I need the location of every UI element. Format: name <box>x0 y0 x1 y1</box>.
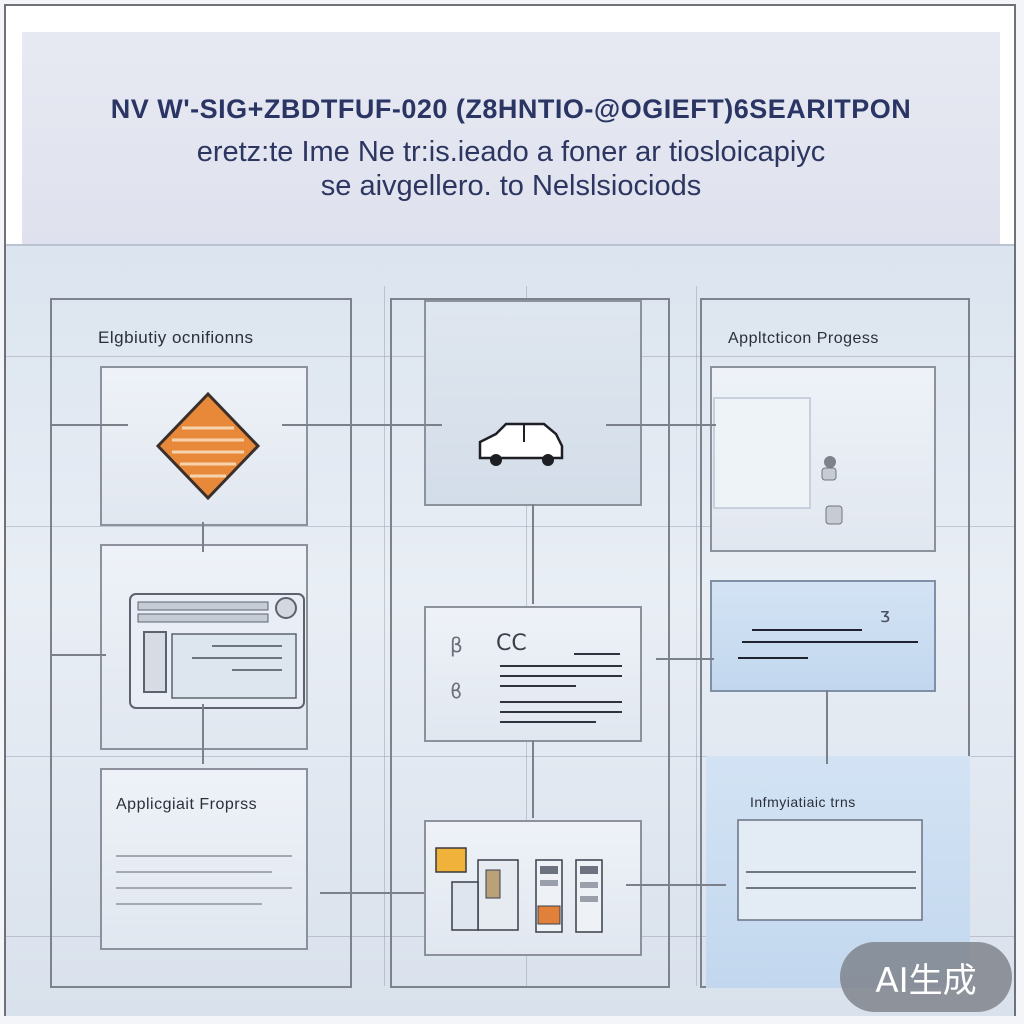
svg-text:ϐ: ϐ <box>450 679 462 703</box>
subtitle-line-2: se aivgellero. to Nelslsiociods <box>320 170 702 202</box>
connector-line <box>50 424 128 426</box>
id-card-card[interactable] <box>100 544 308 750</box>
connector-line <box>532 740 534 818</box>
vehicle-panel: β ϐ CC <box>390 298 670 988</box>
status-card[interactable]: ᴣ <box>710 580 936 692</box>
information-label: Infmyiatiaic trns <box>750 794 856 810</box>
connector-line <box>656 658 714 660</box>
connector-line <box>532 504 534 604</box>
vehicle-card[interactable] <box>424 300 642 506</box>
subtitle-line-1: eretz:te Ime Ne tr:is.ieado a foner ar t… <box>196 136 826 168</box>
connector-line <box>606 424 716 426</box>
warning-card[interactable] <box>100 366 308 526</box>
application-progress-label: Appltcticon Progess <box>728 330 879 347</box>
id-card-icon <box>129 593 305 709</box>
grid-line <box>6 756 1014 757</box>
eligibility-panel: Elgbiutiy ocnifionns <box>50 298 352 988</box>
application-process-card[interactable]: Applicgiait Froprss <box>100 768 308 950</box>
panel-machine-icon <box>713 397 843 525</box>
car-icon <box>478 422 564 466</box>
grid-line <box>696 286 697 986</box>
status-lines-icon: ᴣ <box>738 603 918 659</box>
connector-line <box>626 884 726 886</box>
connector-line <box>50 654 106 656</box>
svg-text:β: β <box>450 633 463 657</box>
connector-line <box>202 704 204 764</box>
text-lines-icon <box>116 855 292 905</box>
grid-line <box>6 526 1014 527</box>
connector-line <box>320 892 424 894</box>
application-progress-panel: Appltcticon Progess ᴣ Infmyiatiaic trns <box>700 298 970 988</box>
svg-text:ᴣ: ᴣ <box>880 603 891 627</box>
diamond-warning-icon <box>155 391 261 501</box>
eligibility-label: Elgbiutiy ocnifionns <box>98 328 254 347</box>
header-banner: NV W'-SIG+ZBDTFUF-020 (Z8HNTIO-@OGIEFT)6… <box>22 32 1000 244</box>
document-card[interactable]: β ϐ CC <box>424 606 642 742</box>
application-process-label: Applicgiait Froprss <box>116 796 258 813</box>
connector-line <box>826 690 828 764</box>
connector-line <box>282 424 442 426</box>
page-title: NV W'-SIG+ZBDTFUF-020 (Z8HNTIO-@OGIEFT)6… <box>110 94 912 124</box>
grid-line <box>384 286 385 986</box>
machine-icon <box>435 847 603 933</box>
svg-text:CC: CC <box>496 631 527 656</box>
diagram-canvas: Elgbiutiy ocnifionns <box>6 244 1014 1016</box>
machine-card[interactable] <box>424 820 642 956</box>
ai-generated-watermark: AI生成 <box>840 942 1012 1012</box>
connector-line <box>202 522 204 552</box>
info-sheet-icon <box>737 819 923 921</box>
document-icon: β ϐ CC <box>450 631 622 723</box>
progress-card[interactable] <box>710 366 936 552</box>
